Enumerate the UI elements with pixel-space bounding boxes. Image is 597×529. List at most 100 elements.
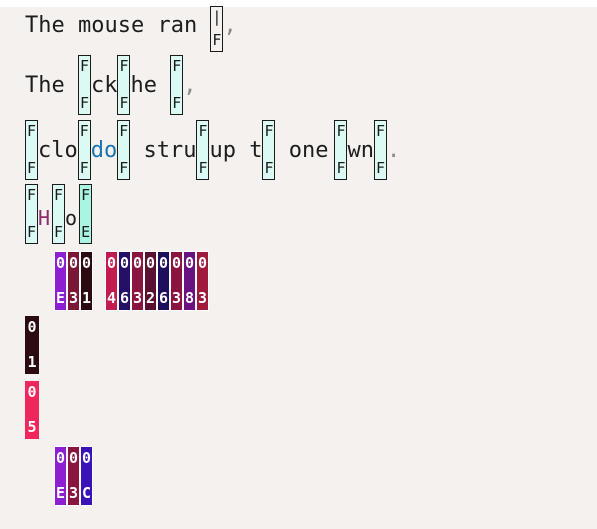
glyph-bottom: F — [26, 223, 37, 241]
line-text: one — [275, 137, 329, 163]
glyph-top: F — [26, 122, 37, 140]
replacement-glyph-box: F F — [373, 120, 387, 180]
glyph-top: F — [54, 186, 64, 204]
hex-digit-top: 0 — [81, 449, 92, 467]
hex-digit-top: 0 — [171, 254, 182, 272]
hex-digit-bottom: C — [81, 484, 92, 502]
replacement-glyph-box: F E — [79, 184, 93, 244]
hex-digit-top: 0 — [158, 254, 169, 272]
hex-code-column: 0 1 — [25, 316, 39, 374]
replacement-glyph-box: | F — [210, 6, 224, 52]
hex-digit-bottom: 3 — [197, 289, 208, 307]
glyph-bottom: F — [264, 159, 274, 177]
line-punct: . — [386, 137, 401, 163]
line-text-blue: do — [90, 137, 118, 163]
line-text: o — [65, 206, 78, 230]
hex-digit-top: 0 — [81, 254, 92, 272]
glyph-bottom: E — [81, 223, 91, 241]
hex-digit-top: 0 — [68, 449, 79, 467]
hex-digit-bottom: 8 — [184, 289, 195, 307]
hex-digit-bottom: 1 — [27, 353, 37, 371]
glyph-bottom: F — [54, 223, 64, 241]
replacement-glyph-box: F F — [117, 55, 131, 115]
glyph-top: F — [119, 57, 129, 75]
hex-digit-bottom: 1 — [81, 289, 92, 307]
hex-digit-bottom: 3 — [68, 484, 79, 502]
glyph-bottom: F — [336, 159, 346, 177]
hex-digit-bottom: 6 — [158, 289, 169, 307]
replacement-glyph-box: F F — [77, 120, 91, 180]
hex-digit-top: 0 — [197, 254, 208, 272]
replacement-glyph-box: F F — [196, 120, 210, 180]
glyph-top: | — [212, 8, 222, 26]
hex-digit-bottom: E — [55, 484, 66, 502]
replacement-glyph-box: F F — [25, 184, 38, 244]
hex-digit-bottom: 3 — [132, 289, 143, 307]
replacement-glyph-box: F F — [262, 120, 276, 180]
hex-digit-top: 0 — [106, 254, 117, 272]
hex-digit-top: 0 — [27, 383, 37, 401]
glyph-top: F — [264, 122, 274, 140]
text-line-3: F F clo F F do F F stru F F up t F F one… — [25, 120, 400, 180]
hex-digit-top: 0 — [184, 254, 195, 272]
hex-digit-top: 0 — [68, 254, 79, 272]
glyph-bottom: F — [212, 31, 222, 49]
glyph-top: F — [81, 186, 91, 204]
hex-digit-bottom: 3 — [68, 289, 79, 307]
hex-digit-top: 0 — [27, 318, 37, 336]
replacement-glyph-box: F F — [334, 120, 348, 180]
glyph-top: F — [172, 57, 182, 75]
glyph-top: F — [79, 57, 89, 75]
glyph-bottom: F — [172, 94, 182, 112]
hex-digit-bottom: 2 — [145, 289, 156, 307]
glyph-bottom: F — [119, 94, 129, 112]
glyph-top: F — [336, 122, 346, 140]
glyph-top: F — [26, 186, 37, 204]
glyph-bottom: F — [375, 159, 385, 177]
glyph-bottom: F — [26, 159, 37, 177]
line-text: he — [130, 72, 171, 98]
replacement-glyph-box: F F — [52, 184, 66, 244]
hex-digit-top: 0 — [145, 254, 156, 272]
replacement-glyph-box: F F — [25, 120, 38, 180]
hex-digit-bottom: 5 — [27, 418, 37, 436]
line-text: stru — [130, 137, 197, 163]
line-text: The — [25, 72, 78, 98]
hex-digit-top: 0 — [132, 254, 143, 272]
text-line-1: The mouse ran | F , — [25, 6, 237, 52]
glyph-top: F — [79, 122, 89, 140]
line-text: ck — [90, 72, 118, 98]
hex-digit-top: 0 — [119, 254, 130, 272]
hex-digit-bottom: E — [55, 289, 66, 307]
hex-digit-bottom: 6 — [119, 289, 130, 307]
line-punct: , — [183, 72, 197, 98]
glyph-top: F — [375, 122, 385, 140]
replacement-glyph-box: F F — [170, 55, 184, 115]
hex-digit-bottom: 4 — [106, 289, 117, 307]
glyph-bottom: F — [198, 159, 208, 177]
line-text-purple: H — [38, 206, 51, 230]
line-text: clo — [38, 137, 78, 163]
text-canvas: The mouse ran | F , The F F ck F F he F … — [0, 6, 597, 529]
line-text: up t — [209, 137, 263, 163]
hex-digit-top: 0 — [55, 254, 66, 272]
text-line-4: F F H F F o F E — [25, 184, 93, 244]
glyph-bottom: F — [79, 94, 89, 112]
glyph-bottom: F — [119, 159, 129, 177]
hex-digit-bottom: 3 — [171, 289, 182, 307]
